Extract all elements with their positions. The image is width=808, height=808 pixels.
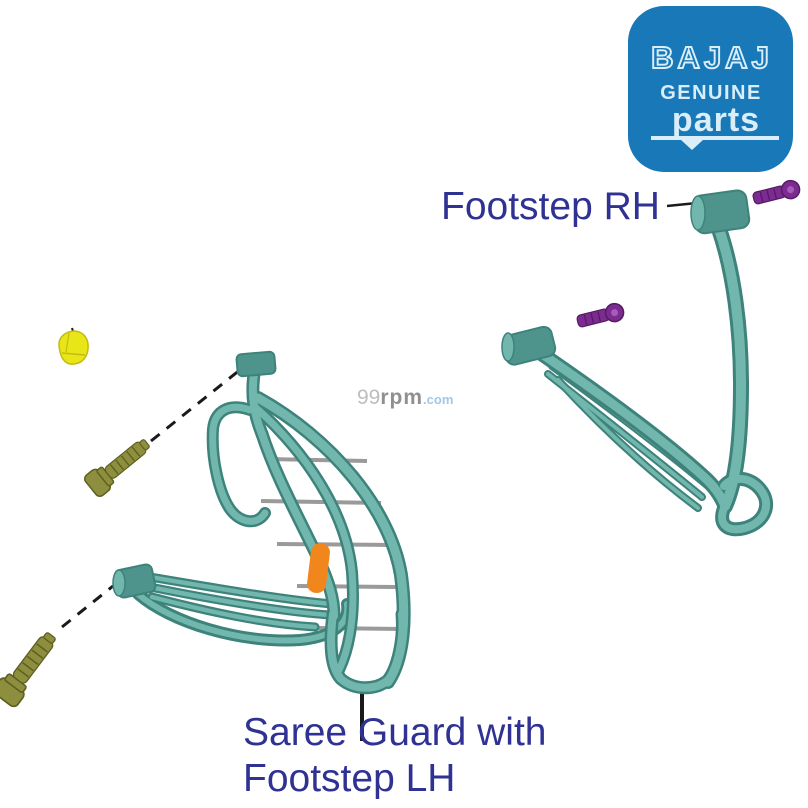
logo-background — [628, 6, 793, 172]
saree-guard-with-footstep-lh — [112, 350, 404, 687]
saree-guard-label-line1: Saree Guard with — [243, 711, 547, 754]
footstep-lh — [112, 563, 347, 640]
olive-bolt-lower — [0, 632, 56, 708]
assembly-dashed-lines — [61, 367, 242, 629]
watermark-mid: rpm — [380, 386, 424, 409]
dashed-line-lower — [61, 584, 114, 629]
purple-bolt-upper — [752, 179, 801, 205]
orange-reflector — [307, 543, 330, 594]
logo-arrow-icon — [681, 140, 703, 150]
watermark-suffix: .com — [423, 392, 454, 407]
logo-brand-text: BAJAJ — [651, 40, 773, 75]
bajaj-genuine-parts-logo: BAJAJ GENUINE parts — [628, 6, 793, 172]
watermark-prefix: 99 — [357, 386, 381, 409]
logo-parts-text: parts — [672, 101, 760, 139]
watermark: 99rpm.com — [357, 386, 453, 410]
yellow-cap-nut — [58, 327, 89, 365]
footstep-rh-assembly — [501, 189, 766, 529]
saree-guard-label: Saree Guard with Footstep LH — [243, 710, 573, 801]
logo-genuine-text: GENUINE — [660, 82, 762, 104]
saree-guard-mount — [235, 350, 277, 378]
olive-bolt-upper — [84, 439, 150, 497]
purple-bolt-lower — [576, 302, 625, 328]
footstep-rh-label: Footstep RH — [441, 185, 660, 228]
saree-guard-label-line2: Footstep LH — [243, 756, 456, 800]
